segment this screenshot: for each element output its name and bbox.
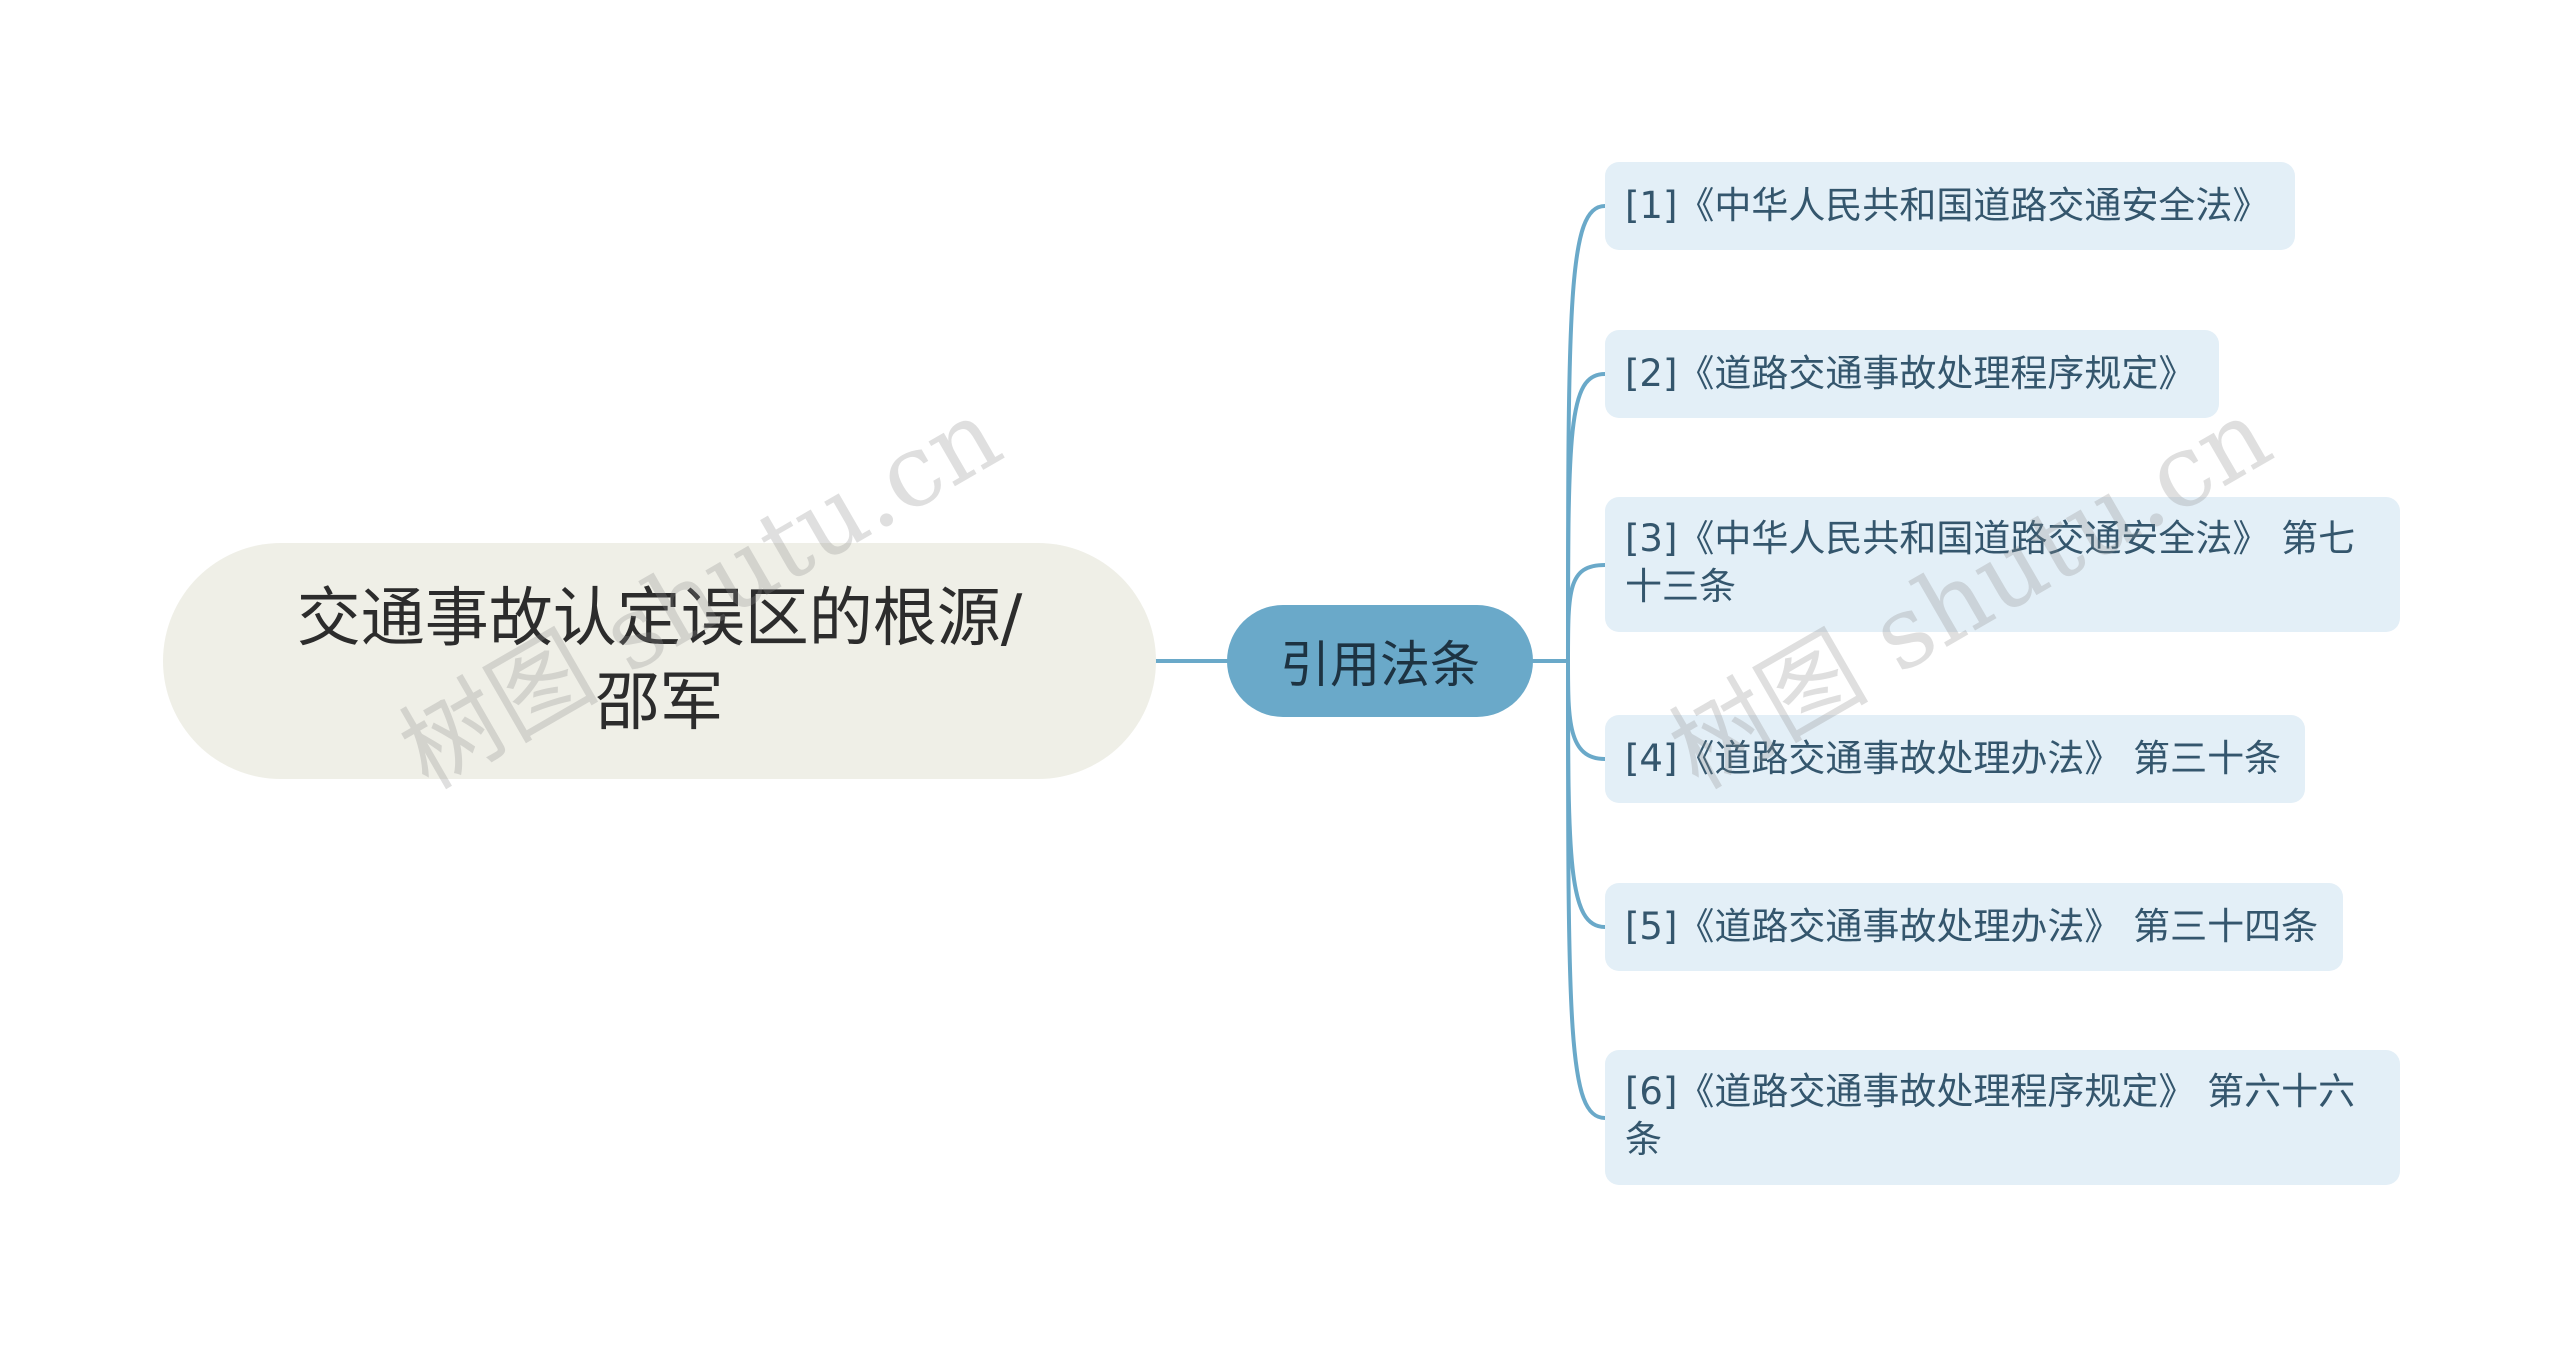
connector-leaf-2: [1566, 372, 1607, 663]
connector-leaf-4: [1566, 659, 1607, 761]
leaf-node-2[interactable]: [2]《道路交通事故处理程序规定》: [1605, 330, 2219, 418]
connector-leaf-3: [1566, 563, 1607, 663]
connector-leaf-1: [1566, 204, 1607, 663]
topic-node-cited-laws[interactable]: 引用法条: [1227, 605, 1533, 717]
connector-leaf-5: [1566, 659, 1607, 929]
leaf-node-1[interactable]: [1]《中华人民共和国道路交通安全法》: [1605, 162, 2295, 250]
leaf-node-4[interactable]: [4]《道路交通事故处理办法》 第三十条: [1605, 715, 2305, 803]
root-node[interactable]: 交通事故认定误区的根源/ 邵军: [163, 543, 1156, 779]
leaf-node-6[interactable]: [6]《道路交通事故处理程序规定》 第六十六 条: [1605, 1050, 2400, 1185]
connector-leaf-6: [1566, 659, 1607, 1120]
leaf-node-5[interactable]: [5]《道路交通事故处理办法》 第三十四条: [1605, 883, 2343, 971]
leaf-node-3[interactable]: [3]《中华人民共和国道路交通安全法》 第七 十三条: [1605, 497, 2400, 632]
